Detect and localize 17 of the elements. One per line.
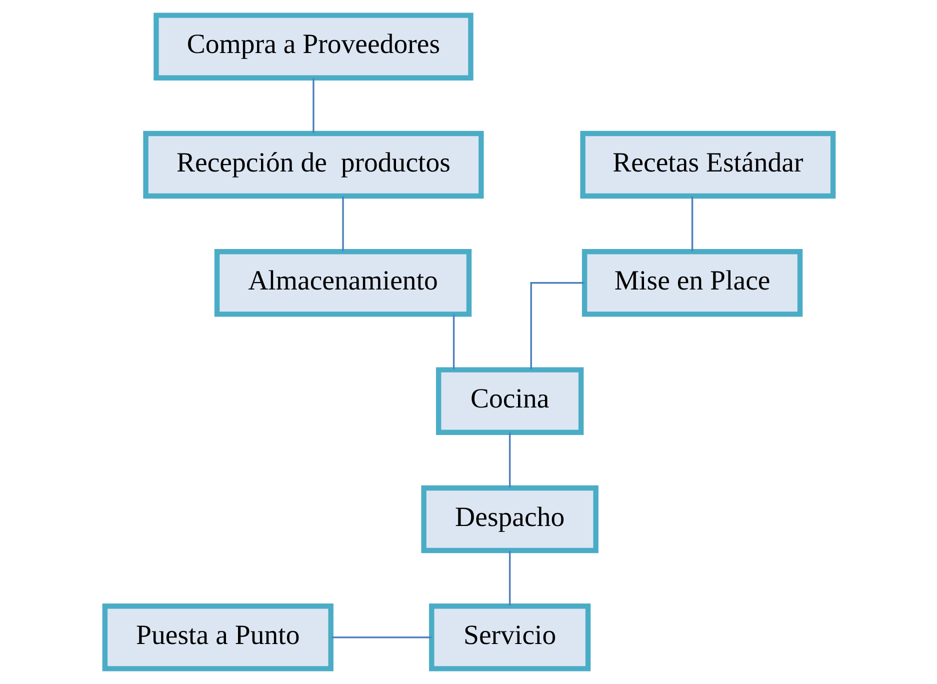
connector	[452, 314, 454, 370]
connector	[331, 636, 432, 638]
node-box: Puesta a Punto	[102, 604, 333, 672]
connector	[690, 196, 693, 252]
connector	[312, 78, 314, 133]
connector	[530, 282, 584, 370]
node-box: Compra a Proveedores	[153, 12, 473, 80]
node-box: Despacho	[420, 485, 598, 554]
node-box: Recepción de productos	[142, 130, 484, 199]
node-box: Recetas Estándar	[580, 130, 836, 199]
connector	[508, 550, 510, 606]
connector	[342, 196, 344, 252]
node-box: Servicio	[428, 604, 590, 672]
node-box: Mise en Place	[581, 249, 802, 317]
connector	[508, 432, 510, 488]
node-box: Almacenamiento	[214, 249, 472, 317]
node-box: Cocina	[435, 367, 584, 435]
